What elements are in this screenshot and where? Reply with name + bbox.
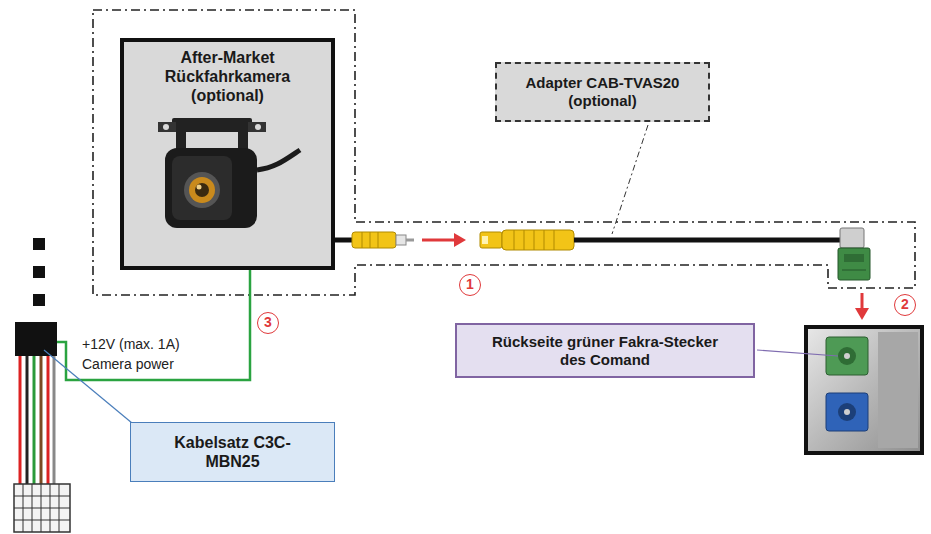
harness-label: Kabelsatz C3C-MBN25 <box>130 422 335 482</box>
node-text: Adapter CAB-TVAS20 (optional) <box>505 74 700 110</box>
node-text: After-Market Rückfahrkamera (optional) <box>132 48 323 106</box>
camera-box: After-Market Rückfahrkamera (optional) <box>120 38 335 270</box>
leader-line <box>612 125 648 234</box>
power-wire <box>57 270 250 380</box>
node-text: Rückseite grüner Fakra-Stecker des Coman… <box>490 333 720 369</box>
comand-photo <box>806 327 922 453</box>
callout-number: 3 <box>257 312 279 334</box>
camera-box-ground <box>120 38 335 270</box>
callout-number: 2 <box>894 294 916 316</box>
video-cable <box>335 228 870 320</box>
leader-line <box>757 350 838 356</box>
node-text: Kabelsatz C3C-MBN25 <box>173 433 293 471</box>
camera-picture <box>158 118 300 228</box>
voltage-note: +12V (max. 1A) <box>80 336 182 352</box>
connector-label: Rückseite grüner Fakra-Stecker des Coman… <box>455 323 755 378</box>
callout-number: 1 <box>459 274 481 296</box>
group-outline <box>93 10 915 295</box>
adapter-label: Adapter CAB-TVAS20 (optional) <box>495 62 710 122</box>
cable-harness <box>14 238 70 532</box>
signal-name: Camera power <box>80 356 176 372</box>
